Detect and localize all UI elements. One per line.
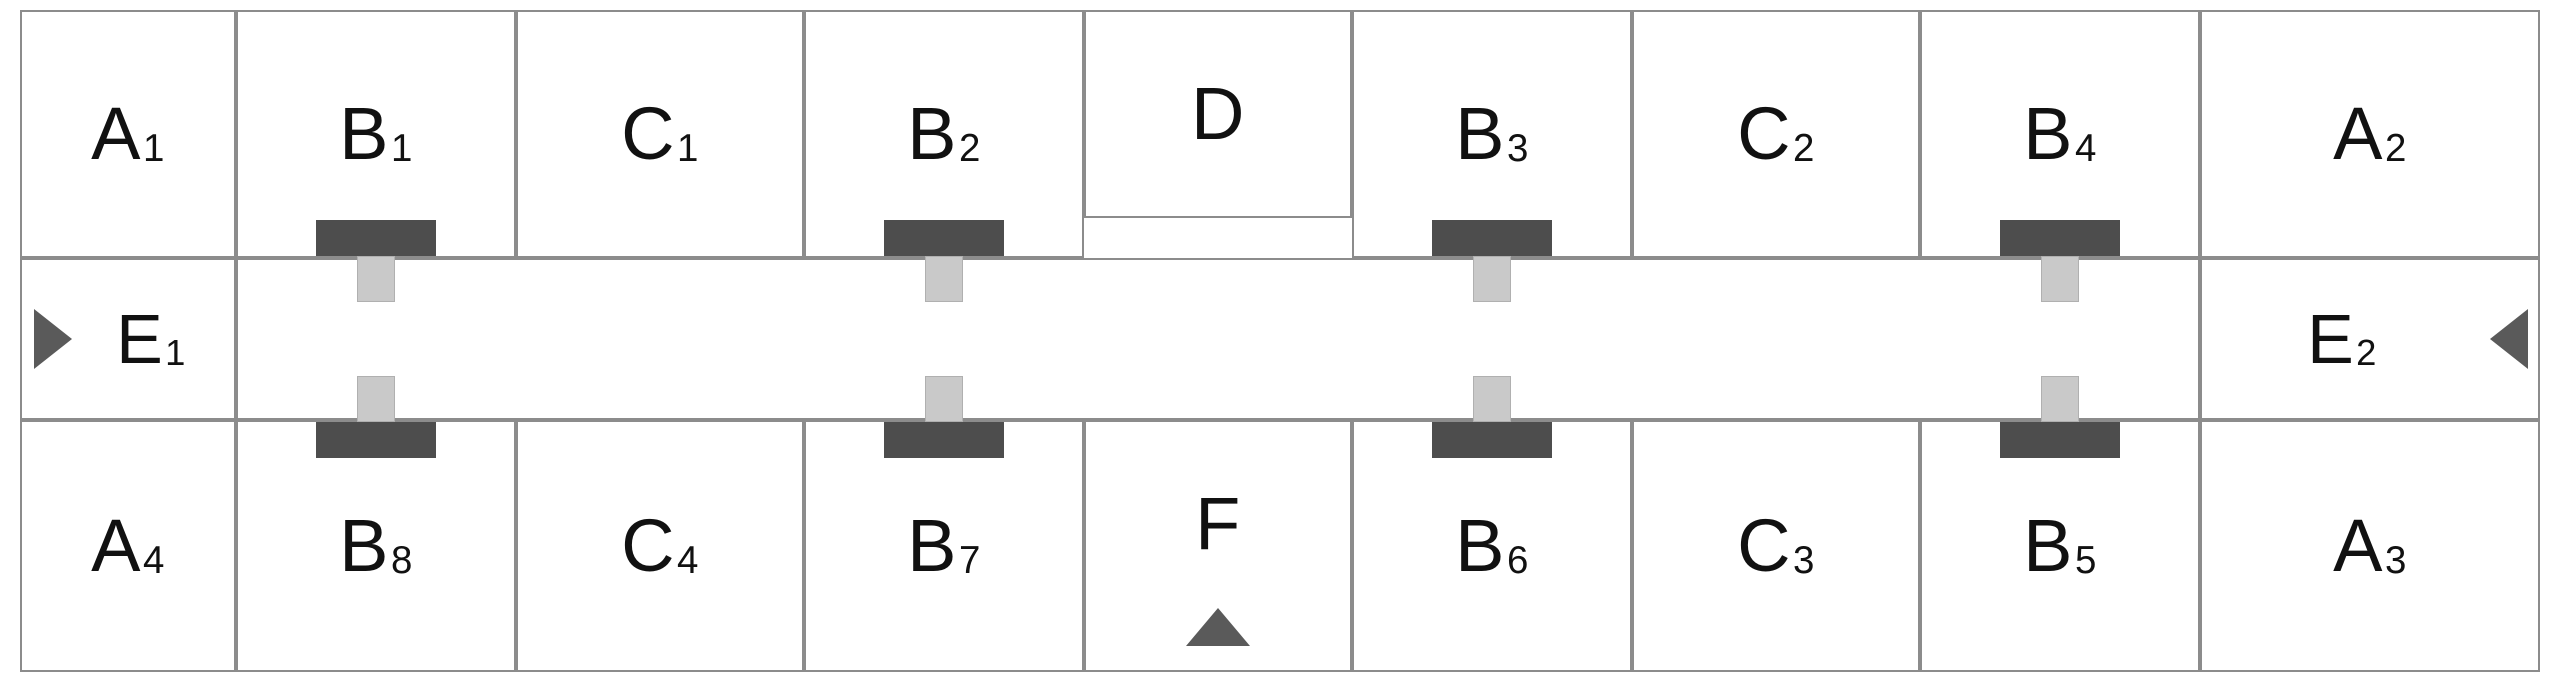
room-sub-e2: 2 <box>2356 332 2377 374</box>
room-sub-b4: 4 <box>2074 127 2097 171</box>
room-label-b6: B6 <box>1455 504 1529 587</box>
door-leaf-icon <box>2000 422 2120 458</box>
room-sub-b2: 2 <box>958 127 981 171</box>
room-label-a4: A4 <box>91 504 165 587</box>
room-c1[interactable]: C1 <box>516 10 804 258</box>
door-jamb-icon <box>1473 256 1511 302</box>
room-sub-b7: 7 <box>958 539 981 583</box>
room-label-c2: C2 <box>1737 92 1815 175</box>
room-label-a3: A3 <box>2333 504 2407 587</box>
room-label-b8: B8 <box>339 504 413 587</box>
room-a3[interactable]: A3 <box>2200 420 2540 672</box>
room-b6[interactable]: B6 <box>1352 420 1632 672</box>
door-leaf-icon <box>1432 220 1552 256</box>
room-sub-e1: 1 <box>165 332 186 374</box>
room-e2[interactable]: E2 <box>2200 258 2540 420</box>
door-jamb-icon <box>357 256 395 302</box>
room-b4[interactable]: B4 <box>1920 10 2200 258</box>
room-sub-c2: 2 <box>1792 127 1815 171</box>
room-label-b4: B4 <box>2023 92 2097 175</box>
room-c4[interactable]: C4 <box>516 420 804 672</box>
room-c2[interactable]: C2 <box>1632 10 1920 258</box>
door-jamb-icon <box>2041 256 2079 302</box>
room-label-c1: C1 <box>621 92 699 175</box>
door-leaf-icon <box>316 422 436 458</box>
room-label-b1: B1 <box>339 92 413 175</box>
room-sub-a2: 2 <box>2384 127 2407 171</box>
door-jamb-icon <box>1473 376 1511 422</box>
room-sub-b1: 1 <box>390 127 413 171</box>
room-d[interactable]: D <box>1084 10 1352 218</box>
room-b5[interactable]: B5 <box>1920 420 2200 672</box>
room-label-b5: B5 <box>2023 504 2097 587</box>
room-label-e2: E2 <box>2307 300 2377 378</box>
room-b2[interactable]: B2 <box>804 10 1084 258</box>
room-sub-b8: 8 <box>390 539 413 583</box>
room-b1[interactable]: B1 <box>236 10 516 258</box>
room-label-a2: A2 <box>2333 92 2407 175</box>
door-jamb-icon <box>925 376 963 422</box>
room-sub-a4: 4 <box>142 539 165 583</box>
room-label-f: F <box>1195 482 1241 565</box>
room-label-b7: B7 <box>907 504 981 587</box>
door-jamb-icon <box>925 256 963 302</box>
arrow-up-icon <box>1186 608 1250 646</box>
room-label-a1: A1 <box>91 92 165 175</box>
room-sub-c4: 4 <box>676 539 699 583</box>
room-sub-b5: 5 <box>2074 539 2097 583</box>
arrow-left-icon <box>2490 309 2528 369</box>
room-a4[interactable]: A4 <box>20 420 236 672</box>
room-sub-b6: 6 <box>1506 539 1529 583</box>
room-sub-c3: 3 <box>1792 539 1815 583</box>
door-leaf-icon <box>316 220 436 256</box>
room-sub-a3: 3 <box>2384 539 2407 583</box>
room-label-c4: C4 <box>621 504 699 587</box>
door-leaf-icon <box>2000 220 2120 256</box>
door-leaf-icon <box>884 220 1004 256</box>
room-b7[interactable]: B7 <box>804 420 1084 672</box>
door-jamb-icon <box>357 376 395 422</box>
arrow-right-icon <box>34 309 72 369</box>
door-leaf-icon <box>1432 422 1552 458</box>
room-a2[interactable]: A2 <box>2200 10 2540 258</box>
room-label-b2: B2 <box>907 92 981 175</box>
room-label-b3: B3 <box>1455 92 1529 175</box>
door-jamb-icon <box>2041 376 2079 422</box>
door-leaf-icon <box>884 422 1004 458</box>
room-sub-a1: 1 <box>142 127 165 171</box>
room-label-c3: C3 <box>1737 504 1815 587</box>
room-sub-b3: 3 <box>1506 127 1529 171</box>
room-sub-c1: 1 <box>676 127 699 171</box>
corridor-open-space <box>236 258 2200 420</box>
room-label-d: D <box>1191 72 1245 155</box>
room-a1[interactable]: A1 <box>20 10 236 258</box>
room-label-e1: E1 <box>116 300 186 378</box>
room-c3[interactable]: C3 <box>1632 420 1920 672</box>
room-b8[interactable]: B8 <box>236 420 516 672</box>
